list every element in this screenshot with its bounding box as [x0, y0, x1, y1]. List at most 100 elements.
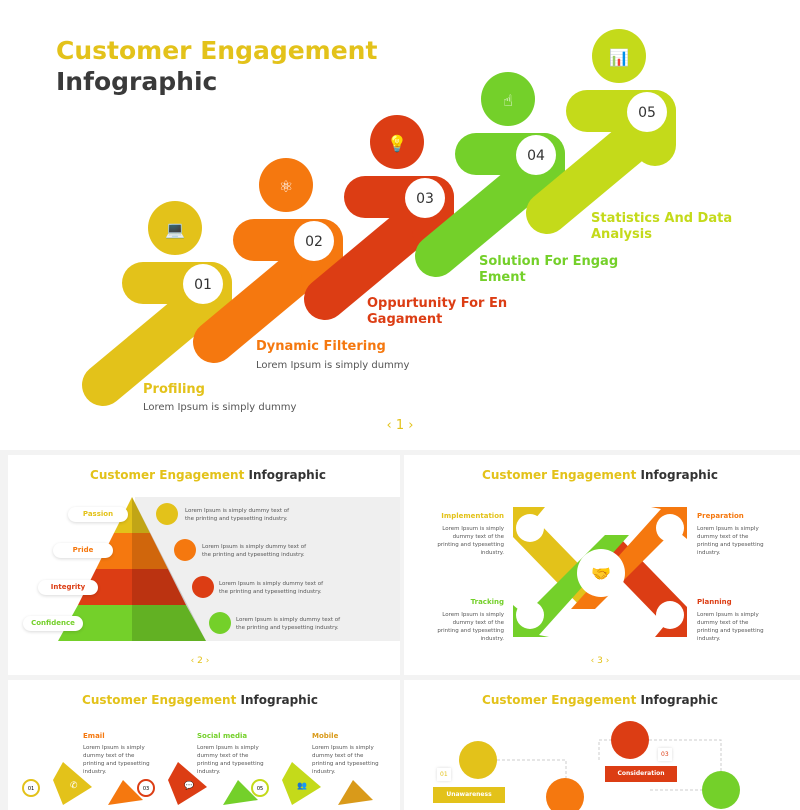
slide-4[interactable]: Customer Engagement Infographic Email Lo… [8, 680, 400, 810]
touch-click-icon [481, 72, 535, 126]
email-desc: Lorem Ipsum is simply dummy text of the … [83, 745, 150, 775]
confidence-desc: Lorem Ipsum is simply dummy text of the … [236, 617, 341, 631]
step-1-desc: Lorem Ipsum is simply dummy [143, 402, 297, 413]
step-number: 03 [416, 191, 434, 207]
step-number-badge [405, 178, 445, 218]
step-number: 01 [194, 277, 212, 293]
integrity-desc: Lorem Ipsum is simply dummy text of the … [219, 581, 324, 595]
number-3: 03 [143, 786, 149, 792]
figure-icon-glyph: 💡 [387, 134, 407, 153]
step-number-badge [627, 92, 667, 132]
step-number-badge [183, 264, 223, 304]
step-01-number: 01 [437, 768, 451, 781]
tracking-label: Tracking [470, 598, 504, 606]
unawareness-icon [459, 741, 497, 779]
page-number: ‹ 3 › [590, 656, 610, 666]
title-accent: Customer Engagement [482, 693, 637, 707]
figure-4: ☝04 [415, 72, 565, 277]
title-rest: Infographic [640, 693, 718, 707]
atom-icon [259, 158, 313, 212]
social-media-desc: Lorem Ipsum is simply dummy text of the … [197, 745, 264, 775]
number-badge-5 [251, 779, 269, 797]
unawareness-label: Unawareness [433, 787, 505, 803]
main-title-accent: Customer Engagement [56, 36, 378, 65]
number-1: 01 [28, 786, 34, 792]
step-2-label: Dynamic Filtering [256, 339, 386, 354]
chat-icon: 💬 [184, 780, 194, 790]
confidence-icon [209, 612, 231, 634]
pyramid-level-integrity [78, 569, 186, 605]
channel-arrows: 01 03 05 ✆ 💬 👥 [22, 762, 373, 805]
step-number: 04 [527, 148, 545, 164]
figure-arm [82, 279, 226, 406]
step-number: 05 [638, 105, 656, 121]
slide-3[interactable]: Customer Engagement Infographic 🤝 Implem… [404, 455, 800, 675]
planning-icon [656, 601, 684, 629]
step-2-desc: Lorem Ipsum is simply dummy [256, 360, 410, 371]
mobile-label: Mobile [312, 732, 339, 740]
slide-title: Customer Engagement Infographic [8, 693, 400, 707]
slide-1[interactable]: Customer Engagement Infographic 💻01⚛02💡0… [0, 0, 800, 450]
number-5: 05 [257, 786, 263, 792]
title-rest: Infographic [640, 468, 718, 482]
slide-5[interactable]: Customer Engagement Infographic 01 Unawa… [404, 680, 800, 810]
page-number-value: 3 [597, 656, 603, 666]
consideration-label: Consideration [605, 766, 677, 782]
passion-icon [156, 503, 178, 525]
implementation-desc: Lorem Ipsum is simply dummy text of the … [437, 526, 504, 556]
planning-label: Planning [697, 598, 732, 606]
arrow-6 [338, 780, 373, 805]
step-5-label-line1: Statistics And Data [591, 211, 733, 226]
figure-5: 📊 05 [526, 29, 676, 234]
page-number-value: 2 [197, 656, 203, 666]
integrity-icon [192, 576, 214, 598]
handshake-icon [577, 549, 625, 597]
page-number: ‹ 1 › [386, 418, 414, 433]
growth-figures: 💻01⚛02💡03☝04📊05 [82, 29, 676, 406]
slide-2[interactable]: Customer Engagement Infographic Passion … [8, 455, 400, 675]
implementation-icon [516, 514, 544, 542]
dashed-connector [497, 739, 724, 791]
pyramid [58, 497, 231, 641]
slide-title: Customer Engagement Infographic [404, 468, 800, 482]
main-title: Infographic [56, 67, 218, 96]
lightbulb-hand-icon [370, 115, 424, 169]
step-number-badge [294, 221, 334, 261]
figure-2: ⚛02 [193, 158, 343, 363]
step-3-label-line2: Gagament [367, 312, 443, 327]
pyramid-level-confidence [58, 605, 206, 641]
email-label: Email [83, 732, 105, 740]
arrow-2 [108, 780, 143, 805]
consideration-icon [611, 721, 649, 759]
implementation-label: Implementation [441, 512, 504, 520]
arrow-3 [168, 762, 207, 805]
level-pride: Pride [53, 543, 113, 558]
figure-arm [304, 193, 448, 320]
preparation-label: Preparation [697, 512, 744, 520]
passion-desc: Lorem Ipsum is simply dummy text of the … [185, 508, 290, 522]
title-accent: Customer Engagement [90, 468, 245, 482]
level-integrity: Integrity [38, 580, 98, 595]
step-5-label-line2: Analysis [591, 227, 652, 242]
pyramid-shade [132, 497, 206, 641]
step-3-label-line1: Oppurtunity For En [367, 296, 508, 311]
tracking-desc: Lorem Ipsum is simply dummy text of the … [437, 612, 504, 642]
figure-arm [526, 107, 670, 234]
people-icon: 👥 [297, 781, 307, 790]
figure-arm [193, 236, 337, 363]
figure-arm [415, 150, 559, 277]
slide-title: Customer Engagement Infographic [8, 468, 400, 482]
team-glyph: 🤝 [591, 564, 611, 583]
figure-icon-glyph: 📊 [609, 48, 629, 67]
step-number: 02 [305, 234, 323, 250]
cross-arrows: 🤝 [513, 507, 687, 637]
step-number-badge [516, 135, 556, 175]
laptop-user-icon [148, 201, 202, 255]
planning-desc: Lorem Ipsum is simply dummy text of the … [697, 612, 764, 642]
level-passion: Passion [68, 507, 128, 522]
pyramid-level-passion [114, 497, 150, 533]
pride-desc: Lorem Ipsum is simply dummy text of the … [202, 544, 307, 558]
